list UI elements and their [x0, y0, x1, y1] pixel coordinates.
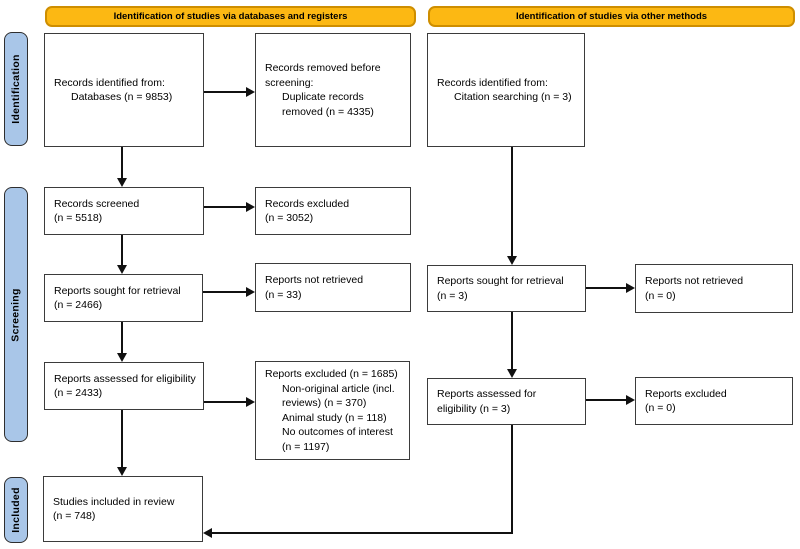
box-reports-sought-other: Reports sought for retrieval (n = 3) [427, 265, 586, 312]
box-text-line: Reports sought for retrieval [437, 275, 564, 287]
box-reports-not-retrieved-other: Reports not retrieved (n = 0) [635, 264, 793, 313]
arrow-citation-to-sought-line [511, 147, 513, 257]
box-text-line: Records screened [54, 197, 140, 210]
banner-other-methods-label: Identification of studies via other meth… [515, 11, 708, 22]
arrow-assessed-other-to-included-vline [511, 425, 513, 534]
box-text-line: Databases (n = 9853) [71, 91, 173, 103]
arrow-assessed-other-to-excluded-head [626, 395, 635, 405]
box-text-line: (n = 1197) [282, 440, 330, 453]
arrow-screened-to-excluded-head [246, 202, 255, 212]
arrow-assessed-to-included-line [121, 410, 123, 468]
arrow-sought-other-to-assessed-head [507, 369, 517, 378]
box-records-identified-citation: Records identified from: Citation search… [427, 33, 585, 147]
box-text-line: Citation searching (n = 3) [454, 91, 572, 103]
arrow-assessed-to-included-head [117, 467, 127, 476]
box-text-line: Non-original article (incl. [282, 382, 395, 395]
box-text-line: Records excluded [265, 197, 350, 210]
box-text-line: Duplicate records [282, 91, 364, 103]
box-reports-not-retrieved-databases: Reports not retrieved (n = 33) [255, 263, 411, 312]
box-text-line: Reports excluded [645, 387, 727, 400]
box-text-line: Studies included in review [53, 495, 175, 508]
box-records-removed-before-screening: Records removed before screening: Duplic… [255, 33, 411, 147]
side-label-included: Included [4, 477, 28, 543]
box-text-line: (n = 748) [53, 510, 96, 522]
box-reports-excluded-other: Reports excluded (n = 0) [635, 377, 793, 425]
arrow-sought-to-assessed-line [121, 322, 123, 354]
box-text-line: Reports not retrieved [265, 274, 364, 286]
box-reports-assessed-databases: Reports assessed for eligibility (n = 24… [44, 362, 204, 410]
box-text-line: (n = 5518) [54, 212, 103, 224]
box-reports-assessed-other: Reports assessed for eligibility (n = 3) [427, 378, 586, 425]
side-label-identification: Identification [4, 32, 28, 146]
box-studies-included: Studies included in review (n = 748) [43, 476, 203, 542]
box-text-line: (n = 3052) [265, 212, 314, 224]
box-text-line: (n = 2433) [54, 387, 103, 399]
arrow-identified-to-removed-head [246, 87, 255, 97]
arrow-identified-to-screened-head [117, 178, 127, 187]
box-text-line: Records removed before [265, 62, 381, 74]
arrow-assessed-to-excluded-line [204, 401, 247, 403]
arrow-sought-other-to-notretrieved-line [586, 287, 626, 289]
box-text-line: removed (n = 4335) [282, 105, 374, 118]
box-text-line: (n = 0) [645, 289, 676, 302]
box-text-line: Reports assessed for [437, 388, 537, 400]
box-text-line: (n = 33) [265, 288, 302, 301]
box-text-line: No outcomes of interest [282, 426, 393, 438]
banner-databases-registers: Identification of studies via databases … [45, 6, 416, 27]
side-label-included-text: Included [10, 487, 23, 533]
box-text-line: screening: [265, 76, 314, 89]
side-label-screening-text: Screening [10, 287, 22, 342]
box-text-line: Reports excluded (n = 1685) [265, 368, 398, 380]
arrow-sought-other-to-assessed-line [511, 312, 513, 370]
box-text-line: eligibility (n = 3) [437, 402, 511, 415]
arrow-screened-to-sought-line [121, 235, 123, 266]
box-reports-sought-databases: Reports sought for retrieval (n = 2466) [44, 274, 203, 322]
box-text-line: Records identified from: [54, 76, 165, 89]
box-text-line: Reports sought for retrieval [54, 284, 181, 297]
banner-other-methods: Identification of studies via other meth… [428, 6, 795, 27]
arrow-citation-to-sought-head [507, 256, 517, 265]
box-reports-excluded-eligibility: Reports excluded (n = 1685) Non-original… [255, 361, 410, 460]
box-text-line: Reports not retrieved [645, 275, 744, 287]
banner-databases-registers-label: Identification of studies via databases … [113, 11, 348, 22]
side-label-identification-text: Identification [10, 54, 23, 124]
arrow-assessed-other-to-excluded-line [586, 399, 626, 401]
box-text-line: (n = 2466) [54, 299, 103, 311]
box-text-line: Animal study (n = 118) [282, 411, 387, 424]
box-records-identified-databases: Records identified from: Databases (n = … [44, 33, 204, 147]
arrow-sought-to-notretrieved-line [203, 291, 247, 293]
box-text-line: Reports assessed for eligibility [54, 372, 196, 385]
box-records-excluded: Records excluded (n = 3052) [255, 187, 411, 235]
box-text-line: (n = 0) [645, 402, 676, 414]
side-label-screening: Screening [4, 187, 28, 442]
arrow-sought-to-notretrieved-head [246, 287, 255, 297]
arrow-screened-to-excluded-line [204, 206, 247, 208]
arrow-assessed-to-excluded-head [246, 397, 255, 407]
box-records-screened: Records screened (n = 5518) [44, 187, 204, 235]
arrow-identified-to-screened-line [121, 147, 123, 179]
arrow-sought-other-to-notretrieved-head [626, 283, 635, 293]
box-text-line: (n = 3) [437, 289, 468, 302]
arrow-sought-to-assessed-head [117, 353, 127, 362]
arrow-assessed-other-to-included-head [203, 528, 212, 538]
box-text-line: reviews) (n = 370) [282, 397, 367, 409]
box-text-line: Records identified from: [437, 76, 548, 89]
arrow-identified-to-removed-line [204, 91, 247, 93]
arrow-assessed-other-to-included-hline [212, 532, 513, 534]
arrow-screened-to-sought-head [117, 265, 127, 274]
